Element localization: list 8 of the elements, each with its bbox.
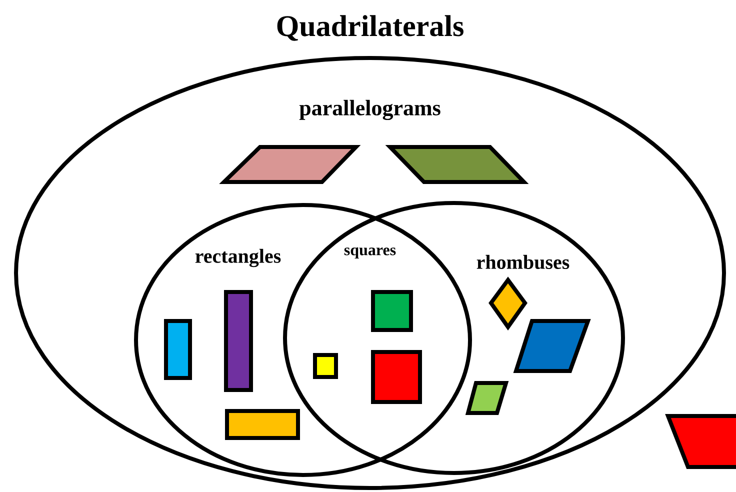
set-ellipse [283, 200, 625, 475]
title: Quadrilaterals [277, 15, 464, 41]
set-label: rhombuses [476, 254, 570, 270]
set-label: rectangles [195, 248, 281, 268]
set-label: parallelograms [299, 100, 440, 120]
set-label: squares [344, 247, 396, 259]
set-ellipse [134, 203, 472, 477]
set-ellipse [14, 56, 726, 490]
